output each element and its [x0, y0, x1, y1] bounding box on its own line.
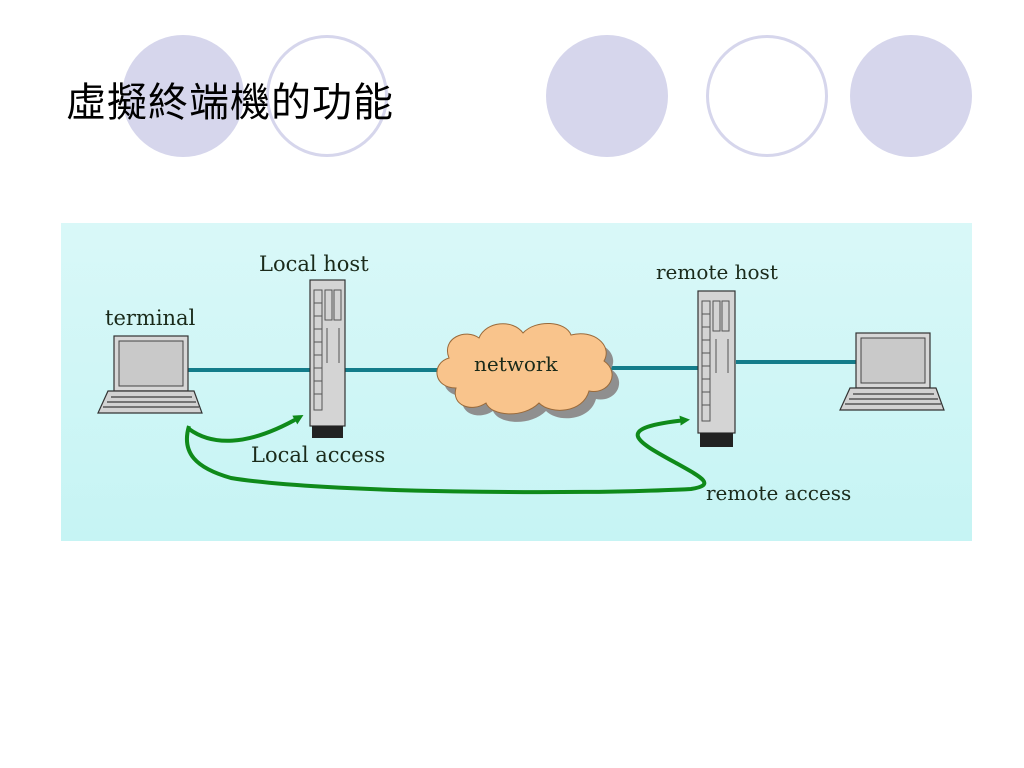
- remote-host-server-icon: [697, 290, 736, 447]
- diagram-panel: terminal Local host network remote host …: [61, 223, 972, 541]
- access-arrows: [184, 415, 707, 495]
- remote-laptop-icon: [839, 332, 945, 411]
- network-diagram: terminal Local host network remote host …: [61, 223, 972, 541]
- terminal-laptop-icon: [97, 335, 203, 414]
- network-cloud-icon: [436, 322, 620, 422]
- decor-circle-2: [266, 35, 388, 157]
- local-access-arrow: [187, 415, 304, 443]
- remote-access-label: remote access: [706, 481, 851, 505]
- local-host-label: Local host: [259, 252, 369, 276]
- decor-circle-1: [122, 35, 244, 157]
- slide-title: 虛擬終端機的功能: [66, 80, 394, 126]
- terminal-label: terminal: [105, 306, 196, 330]
- remote-access-arrow: [184, 415, 707, 495]
- decor-circle-3: [546, 35, 668, 157]
- local-host-server-icon: [309, 279, 346, 438]
- local-access-label: Local access: [251, 443, 385, 467]
- link-lines: [188, 360, 861, 372]
- remote-host-label: remote host: [656, 260, 778, 284]
- decor-circle-4: [706, 35, 828, 157]
- network-label: network: [474, 352, 558, 376]
- decor-circle-5: [850, 35, 972, 157]
